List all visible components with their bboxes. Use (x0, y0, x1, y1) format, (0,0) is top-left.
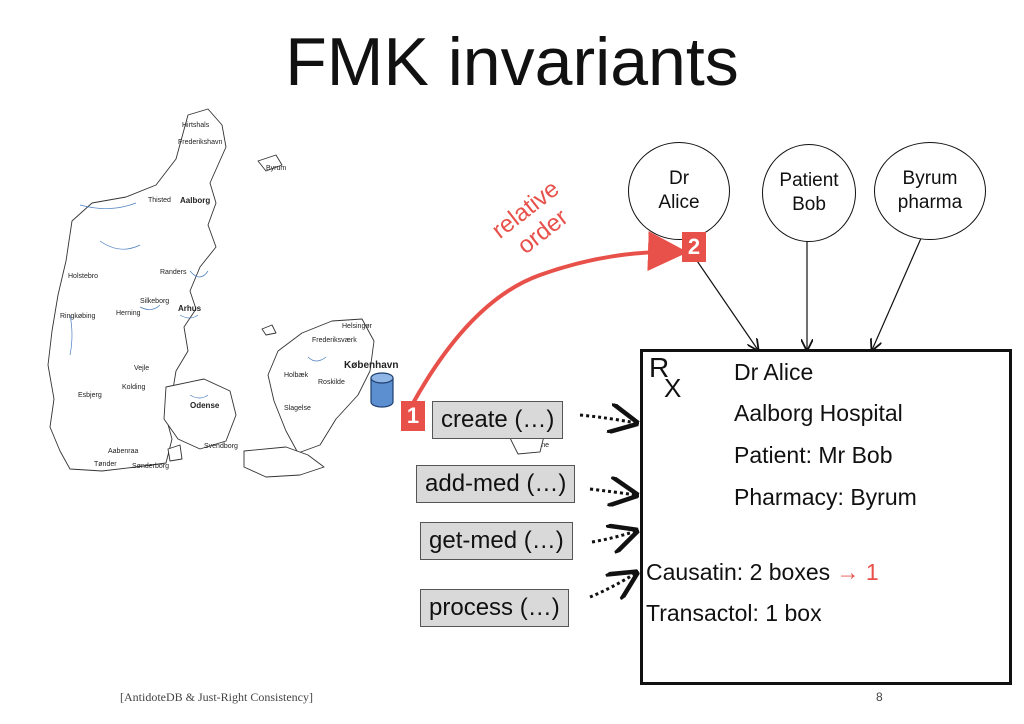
zealand-outline (267, 318, 375, 454)
rx-symbol-x: X (664, 373, 682, 403)
rx-med1-new: → 1 (830, 559, 879, 585)
city-label: Sønderborg (132, 463, 169, 470)
actor-byrum-pharma: Byrum pharma (874, 142, 986, 240)
city-label: Thisted (148, 197, 171, 204)
relative-order-arrow (410, 231, 688, 407)
als-outline (167, 444, 183, 462)
city-label: Frederikshavn (178, 139, 223, 146)
city-label: Holstebro (68, 273, 98, 280)
city-label: Helsingør (342, 323, 372, 330)
city-label: Arhus (178, 304, 202, 313)
op-arrow (591, 531, 636, 542)
denmark-map (47, 108, 375, 478)
page-number: 8 (876, 690, 883, 704)
rx-patient: Patient: Mr Bob (734, 442, 893, 468)
rx-med1: Causatin: 2 boxes → 1 (646, 558, 879, 586)
op-process-button[interactable]: process (…) (420, 589, 569, 627)
city-label: Slagelse (284, 405, 311, 412)
op-get-med-button[interactable]: get-med (…) (420, 522, 573, 560)
city-label: Aabenraa (108, 448, 139, 455)
city-label: Byrum (266, 165, 287, 172)
op-arrow (589, 489, 636, 495)
actor-label: Patient Bob (779, 170, 839, 215)
laeso-outline (257, 154, 283, 172)
op-add-med-button[interactable]: add-med (…) (416, 465, 576, 503)
database-icon (370, 372, 394, 408)
actor-label: Byrum pharma (897, 168, 963, 213)
actor-dr-alice: Dr Alice (628, 142, 730, 240)
rx-med1-old: 2 boxes (749, 559, 831, 585)
rx-med1-label: Causatin: (646, 559, 750, 585)
lolland-outline (243, 446, 325, 478)
slide-title: FMK invariants (285, 24, 739, 100)
op-arrow (579, 415, 636, 423)
actor-line (872, 235, 923, 350)
city-label: Randers (160, 269, 187, 276)
city-label: Holbæk (284, 372, 309, 379)
city-label: København (344, 360, 399, 371)
city-label: Herning (116, 310, 141, 317)
city-label: Odense (190, 401, 220, 410)
actor-patient-bob: Patient Bob (762, 144, 856, 242)
funen-outline (163, 378, 237, 450)
anholt-outline (261, 324, 277, 336)
op-arrow (589, 573, 636, 597)
rx-hospital: Aalborg Hospital (734, 400, 903, 426)
prescription-box (640, 349, 1012, 685)
city-label: Silkeborg (140, 298, 170, 305)
city-label: Aalborg (180, 196, 211, 205)
city-label: Ringkøbing (60, 313, 96, 320)
city-label: Frederiksværk (312, 337, 357, 344)
rx-pharmacy: Pharmacy: Byrum (734, 484, 917, 510)
city-label: Kolding (122, 384, 146, 391)
jutland-outline (47, 108, 227, 472)
city-label: Roskilde (318, 379, 345, 386)
rx-symbol-r: R (649, 352, 670, 383)
actor-label: Dr Alice (658, 168, 700, 213)
city-label: Vejle (134, 365, 150, 372)
op-create-button[interactable]: create (…) (432, 401, 564, 439)
city-label: Hirtshals (182, 122, 210, 129)
slide-footer: [AntidoteDB & Just-Right Consistency] (120, 690, 313, 704)
city-label: Tønder (94, 461, 117, 468)
rx-doctor: Dr Alice (734, 359, 814, 385)
rx-med2: Transactol: 1 box (646, 600, 822, 626)
badge-one: 1 (401, 401, 425, 431)
city-label: Esbjerg (78, 392, 102, 399)
badge-two: 2 (682, 232, 706, 262)
city-label: Svendborg (204, 443, 238, 450)
